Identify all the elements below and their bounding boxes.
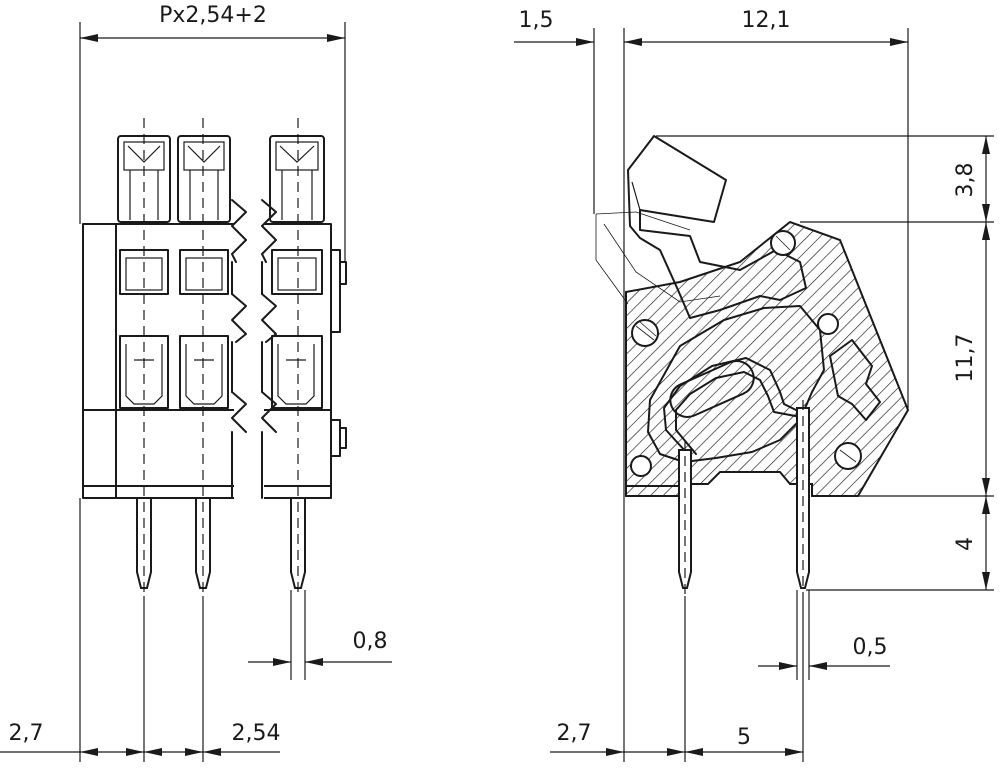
side-view xyxy=(595,135,910,596)
dim-pin-spacing: 5 xyxy=(737,725,751,750)
break-line-left xyxy=(231,199,247,263)
dim-offset-left: 1,5 xyxy=(519,8,554,33)
front-pole-2 xyxy=(177,135,231,409)
dim-pin-length: 4 xyxy=(953,537,978,551)
dim-front-edge-to-pin: 2,7 xyxy=(9,721,44,746)
dim-lever-height: 3,8 xyxy=(953,163,978,198)
dim-pin-width-side: 0,5 xyxy=(853,635,888,660)
clamp-cavity xyxy=(647,305,825,463)
actuating-lever xyxy=(627,135,807,319)
dim-pitch: 2,54 xyxy=(232,721,281,746)
screw-hole-3 xyxy=(817,313,839,335)
conductor-slot xyxy=(669,360,755,418)
dim-front-width: Px2,54+2 xyxy=(159,3,267,28)
screw-hole-5 xyxy=(630,455,652,477)
dim-side-edge-to-pin: 2,7 xyxy=(557,721,592,746)
dim-body-height: 11,7 xyxy=(953,334,978,383)
dim-depth: 12,1 xyxy=(742,8,791,33)
dimensions: Px2,54+2 1,5 12,1 3,8 11,7 4 0,8 xyxy=(0,3,994,762)
front-view xyxy=(82,118,347,596)
front-pole-3 xyxy=(269,135,325,409)
dim-pin-width-front: 0,8 xyxy=(353,629,388,654)
break-line-right xyxy=(261,199,277,263)
side-pin-1 xyxy=(678,449,692,589)
